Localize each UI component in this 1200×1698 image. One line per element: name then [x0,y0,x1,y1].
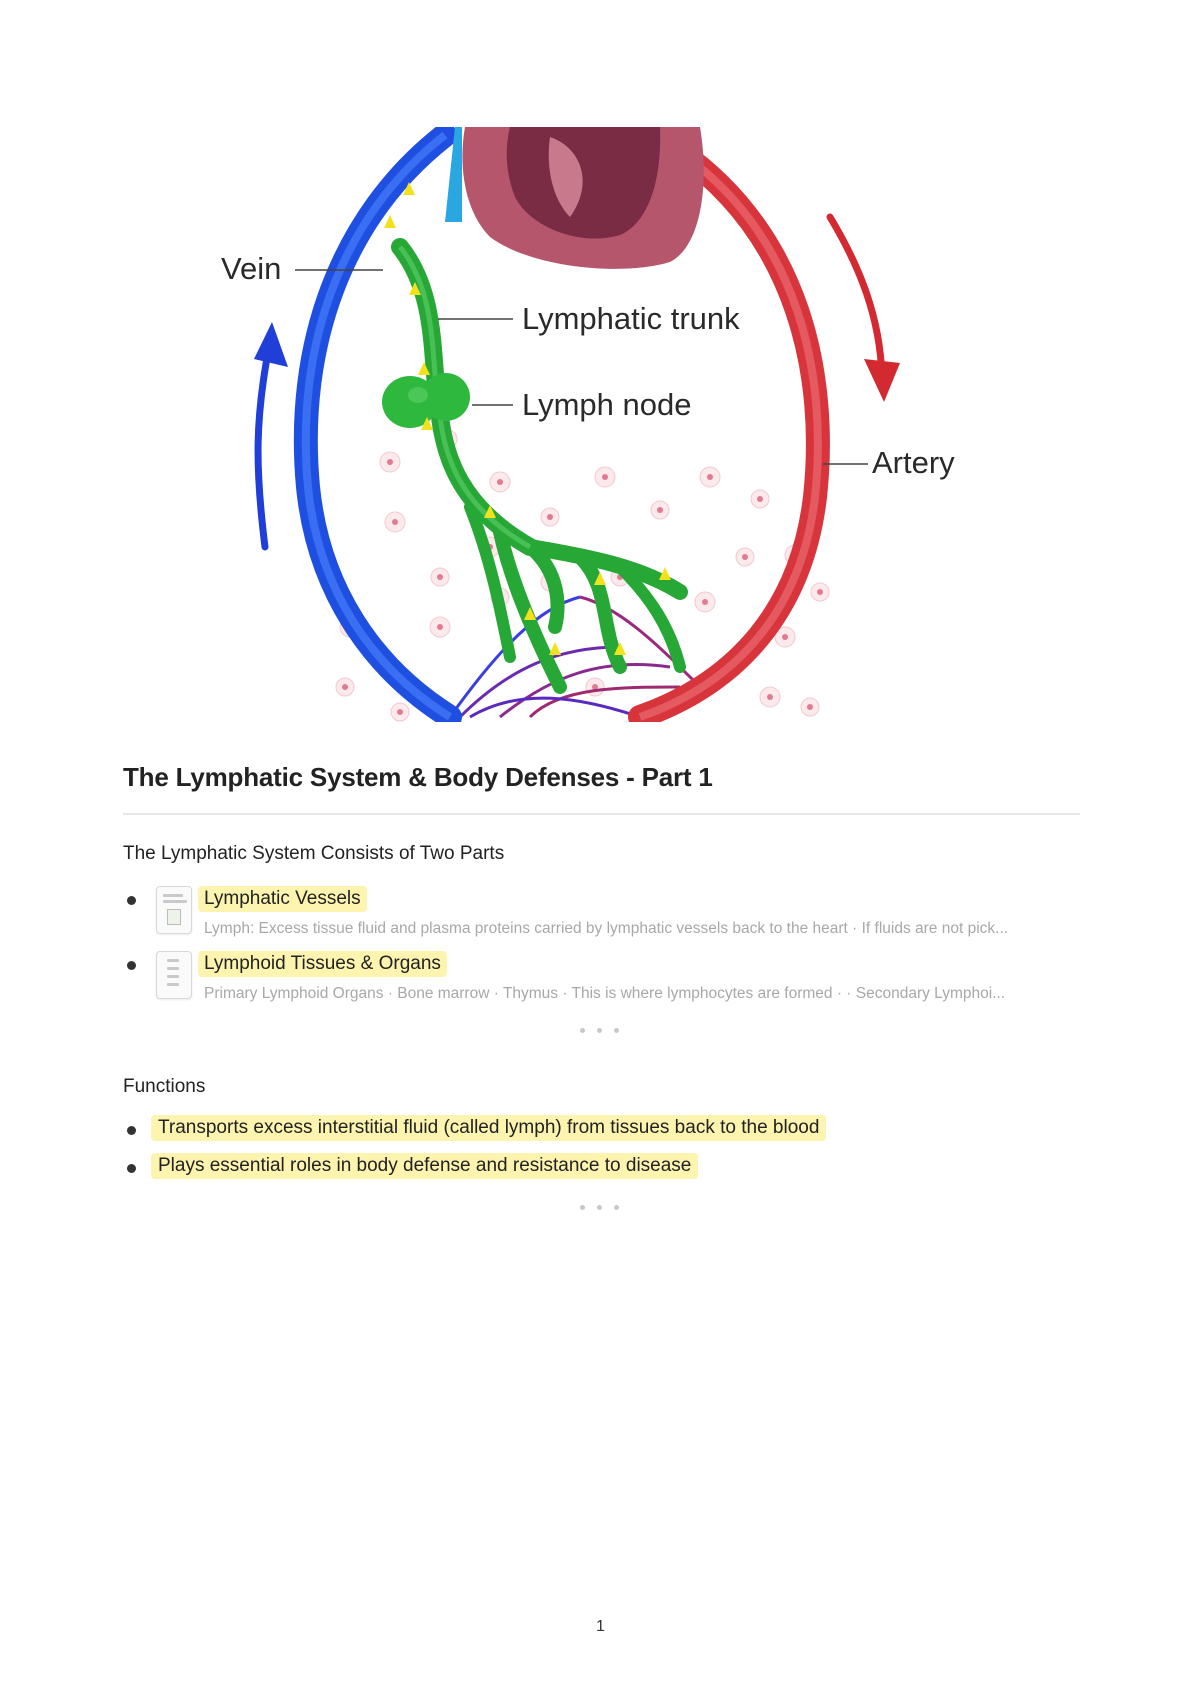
heart [462,127,704,269]
bullet-dot [127,961,136,970]
function-item: Plays essential roles in body defense an… [151,1153,699,1179]
circulation-arrow-up-icon [254,322,288,551]
bullet-dot [127,1164,136,1173]
function-item: Transports excess interstitial fluid (ca… [151,1115,827,1141]
page-number: 1 [596,1618,605,1635]
title-divider [123,813,1080,815]
page-thumbnail-icon [156,886,192,934]
circulation-arrow-down-icon [826,213,900,402]
lymph-node [382,373,470,428]
vena-cava [445,127,462,222]
block-separator-dots [580,1028,619,1033]
page-link-title[interactable]: Lymphoid Tissues & Organs [198,951,447,977]
page-thumbnail-icon [156,951,192,999]
page-link-preview: Primary Lymphoid Organs · Bone marrow · … [204,985,1006,1002]
lymph-flow-arrows [384,182,671,655]
page-link-lymphoid-tissues-organs[interactable]: Lymphoid Tissues & Organs Primary Lympho… [123,951,1083,1007]
artery-label: Artery [872,445,955,480]
lymph-node-label: Lymph node [522,387,691,422]
section-heading-two-parts: The Lymphatic System Consists of Two Par… [123,843,505,864]
block-separator-dots [580,1205,619,1210]
lymphatic-system-illustration: Vein Lymphatic trunk Lymph node Artery [200,127,1030,722]
capillary-bed [448,595,702,719]
section-heading-functions: Functions [123,1076,206,1097]
page-title: The Lymphatic System & Body Defenses - P… [123,762,713,792]
circulation-diagram: Vein Lymphatic trunk Lymph node Artery [221,127,955,722]
vein-label: Vein [221,251,281,286]
bullet-dot [127,1126,136,1135]
page-link-title[interactable]: Lymphatic Vessels [198,886,367,912]
lymphatic-trunk-label: Lymphatic trunk [522,301,740,336]
bullet-dot [127,896,136,905]
page-link-preview: Lymph: Excess tissue fluid and plasma pr… [204,920,1009,937]
page-link-lymphatic-vessels[interactable]: Lymphatic Vessels Lymph: Excess tissue f… [123,886,1083,942]
